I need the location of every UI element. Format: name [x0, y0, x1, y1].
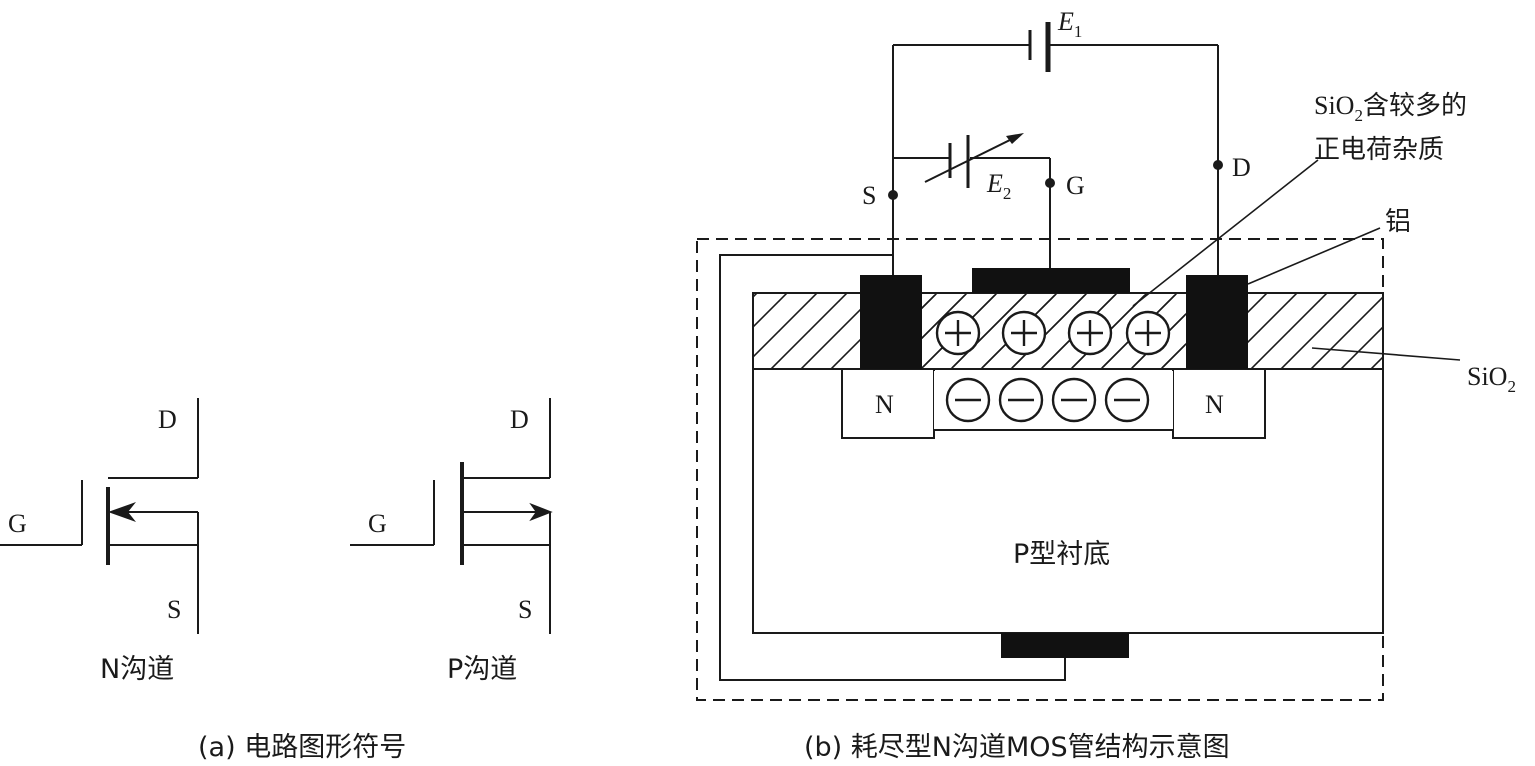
gate-terminal-label: G: [1066, 171, 1085, 200]
p-arrow-head: [529, 502, 553, 522]
gate-terminal-dot: [1045, 178, 1055, 188]
e2-variable-arrow: [924, 134, 1021, 183]
p-channel-symbol: [350, 398, 553, 634]
n-drain-label: D: [158, 405, 177, 434]
e1-label: E1: [1057, 7, 1082, 41]
p-drain-label: D: [510, 405, 529, 434]
negative-charges: [945, 377, 1150, 423]
positive-charge-icon: [935, 310, 981, 356]
drain-electrode: [1186, 275, 1248, 369]
sio2-callout-line: [1311, 347, 1461, 361]
impurity-note-line2: 正电荷杂质: [1314, 135, 1444, 165]
source-terminal-dot: [888, 190, 898, 200]
sio2-label: SiO2: [1467, 362, 1516, 396]
substrate-return-wire: [719, 254, 1066, 681]
substrate-electrode: [1001, 633, 1129, 658]
negative-charge-icon: [945, 377, 991, 423]
e1-circuit: [892, 22, 1219, 280]
positive-charge-icon: [1001, 310, 1047, 356]
positive-charge-icon: [1125, 310, 1171, 356]
impurity-note-line1: SiO2含较多的: [1314, 91, 1467, 125]
impurity-callout-line: [1132, 159, 1319, 307]
positive-charge-icon: [1067, 310, 1113, 356]
p-channel-caption: P沟道: [447, 654, 517, 685]
n-region-right: [1172, 368, 1266, 439]
negative-charge-icon: [1051, 377, 1097, 423]
e2-label: E2: [986, 169, 1011, 203]
source-terminal-label: S: [862, 181, 876, 210]
figure-a-caption: (a) 电路图形符号: [198, 732, 406, 763]
gate-electrode: [972, 268, 1130, 293]
substrate-label: P型衬底: [1013, 539, 1110, 570]
negative-charge-icon: [998, 377, 1044, 423]
aluminum-label: 铝: [1385, 207, 1411, 237]
p-source-label: S: [518, 595, 532, 624]
negative-charge-icon: [1104, 377, 1150, 423]
drain-terminal-dot: [1213, 160, 1223, 170]
figure-b-caption: (b) 耗尽型N沟道MOS管结构示意图: [804, 732, 1230, 763]
aluminum-callout-line: [1247, 227, 1381, 285]
drain-terminal-label: D: [1232, 153, 1251, 182]
p-gate-label: G: [368, 509, 387, 538]
source-electrode: [860, 275, 922, 369]
n-channel-caption: N沟道: [100, 654, 174, 685]
positive-charges: [935, 310, 1171, 356]
n-gate-label: G: [8, 509, 27, 538]
n-region-left-label: N: [875, 390, 894, 419]
e2-circuit: [893, 133, 1051, 268]
n-channel-symbol: [0, 398, 199, 634]
n-source-label: S: [167, 595, 181, 624]
n-region-right-label: N: [1205, 390, 1224, 419]
